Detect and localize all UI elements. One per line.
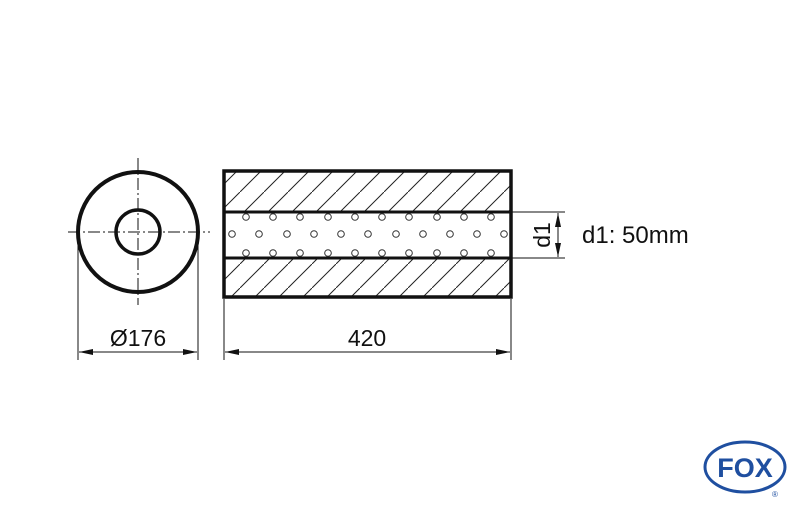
fox-logo: FOX ® [703,440,787,499]
top-hatched-wall [224,171,511,212]
length-label: 420 [348,325,386,351]
body-outline [222,169,513,299]
registered-mark: ® [772,490,778,499]
d1-spec-text: d1: 50mm [582,222,689,249]
perforation-holes [228,213,508,257]
end-view: Ø176 [68,158,210,360]
diameter-label: Ø176 [110,325,166,351]
fox-logo-text: FOX [717,453,773,483]
d1-dim-label: d1 [529,222,555,248]
side-view: 420 d1 [222,169,565,360]
bottom-hatched-wall [224,258,511,297]
